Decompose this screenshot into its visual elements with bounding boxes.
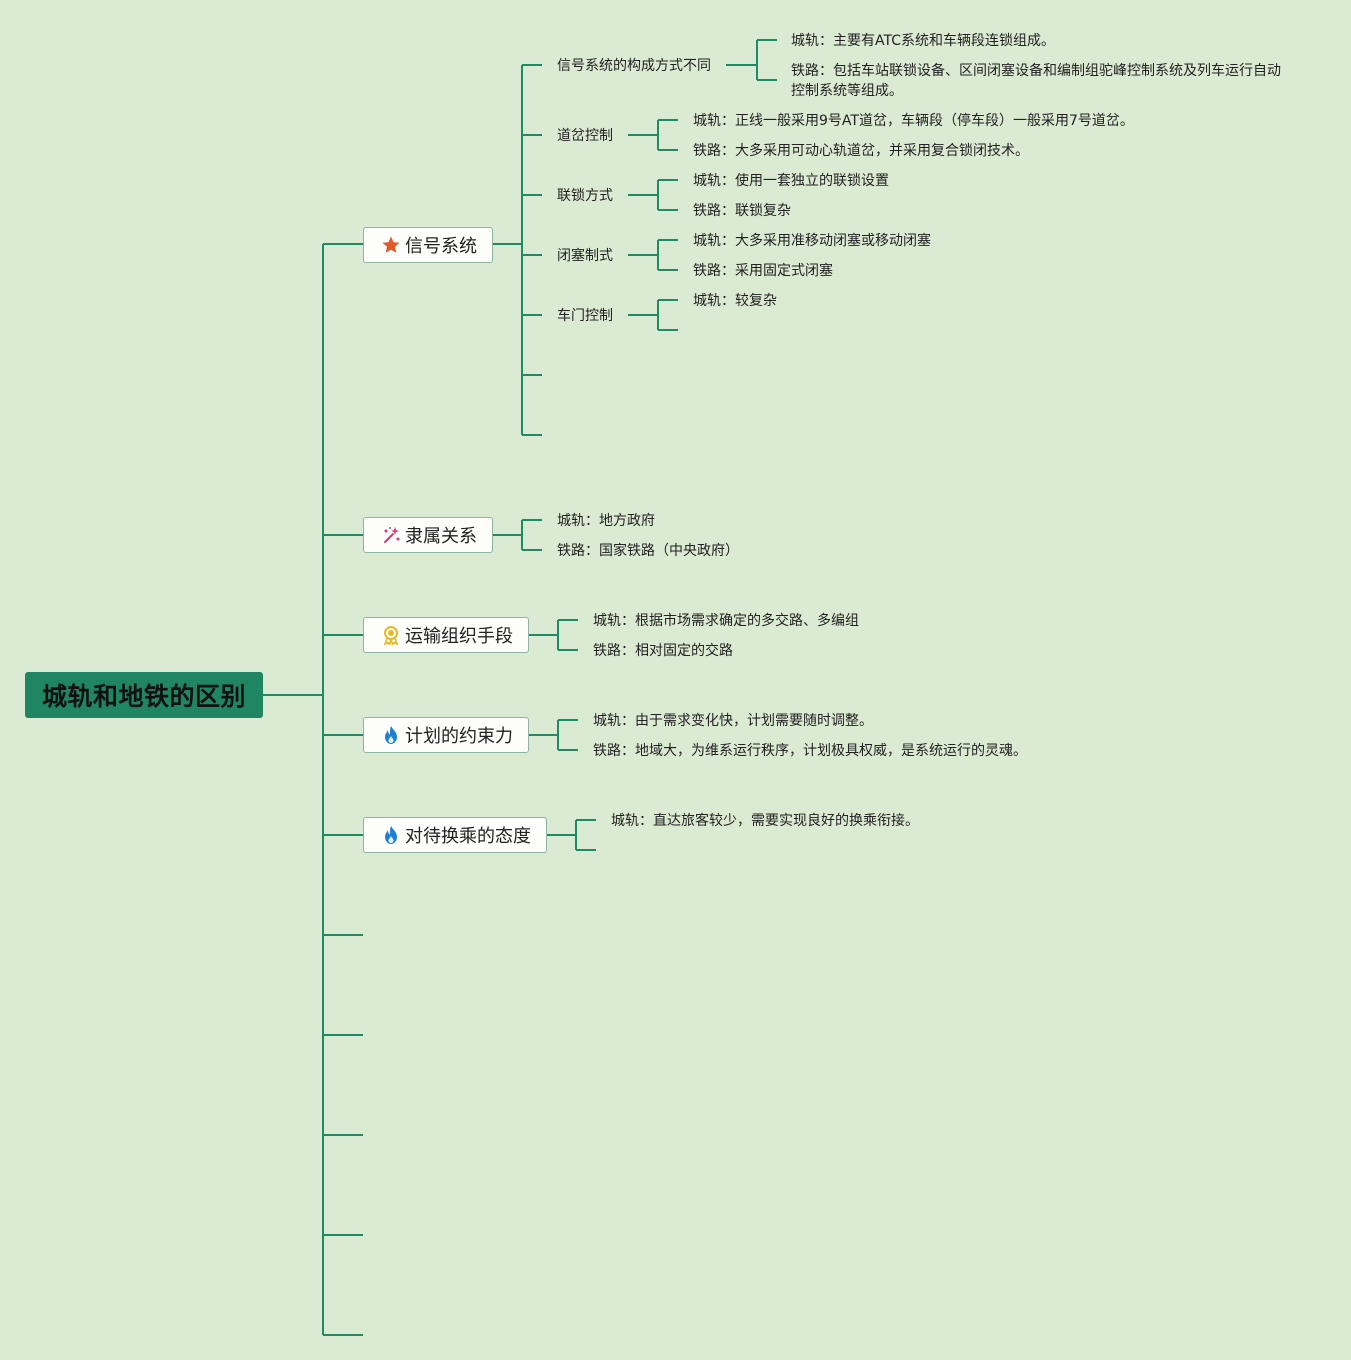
leaf-text[interactable]: 城轨：较复杂 xyxy=(693,293,777,309)
topic-label: 信号系统 xyxy=(405,236,477,257)
topic-affiliation[interactable]: 隶属关系 xyxy=(363,517,493,553)
subtopic-block-system[interactable]: 闭塞制式 xyxy=(557,248,613,264)
leaf-text[interactable]: 城轨：使用一套独立的联锁设置 xyxy=(693,173,889,189)
leaf-text-continuation: 控制系统等组成。 xyxy=(791,83,903,99)
leaf-text[interactable]: 城轨：直达旅客较少，需要实现良好的换乘衔接。 xyxy=(611,813,919,829)
topic-signal-system[interactable]: 信号系统 xyxy=(363,227,493,263)
topic-label: 隶属关系 xyxy=(405,526,477,547)
topic-label: 对待换乘的态度 xyxy=(405,826,531,847)
subtopic-door-control[interactable]: 车门控制 xyxy=(557,308,613,324)
leaf-text[interactable]: 铁路：大多采用可动心轨道岔，并采用复合锁闭技术。 xyxy=(693,143,1029,159)
leaf-text[interactable]: 城轨：大多采用准移动闭塞或移动闭塞 xyxy=(693,233,931,249)
subtopic-signal-composition[interactable]: 信号系统的构成方式不同 xyxy=(557,58,711,74)
root-title: 城轨和地铁的区别 xyxy=(41,682,246,711)
sparkle-icon xyxy=(381,525,401,545)
leaf-text[interactable]: 城轨：正线一般采用9号AT道岔，车辆段（停车段）一般采用7号道岔。 xyxy=(693,113,1134,129)
leaf-text[interactable]: 城轨：根据市场需求确定的多交路、多编组 xyxy=(593,613,859,629)
leaf-text[interactable]: 城轨：由于需求变化快，计划需要随时调整。 xyxy=(593,713,873,729)
root-topic[interactable]: 城轨和地铁的区别 xyxy=(25,672,263,718)
flame-icon xyxy=(381,825,401,845)
leaf-text[interactable]: 铁路：地域大，为维系运行秩序，计划极具权威，是系统运行的灵魂。 xyxy=(593,743,1027,759)
topic-label: 运输组织手段 xyxy=(405,626,513,647)
topic-plan-constraint[interactable]: 计划的约束力 xyxy=(363,717,529,753)
leaf-text[interactable]: 城轨：主要有ATC系统和车辆段连锁组成。 xyxy=(791,33,1055,49)
leaf-text[interactable]: 铁路：采用固定式闭塞 xyxy=(693,263,833,279)
star-icon xyxy=(381,235,401,255)
leaf-text[interactable]: 铁路：包括车站联锁设备、区间闭塞设备和编制组驼峰控制系统及列车运行自动 xyxy=(791,63,1281,79)
topic-label: 计划的约束力 xyxy=(405,726,513,747)
topic-transport-organization[interactable]: 运输组织手段 xyxy=(363,617,529,653)
topic-transfer-attitude[interactable]: 对待换乘的态度 xyxy=(363,817,547,853)
subtopic-interlocking[interactable]: 联锁方式 xyxy=(557,188,613,204)
leaf-text[interactable]: 铁路：相对固定的交路 xyxy=(593,643,733,659)
award-icon xyxy=(381,625,401,645)
leaf-text[interactable]: 铁路：国家铁路（中央政府） xyxy=(557,543,739,559)
flame-icon xyxy=(381,725,401,745)
leaf-text[interactable]: 城轨：地方政府 xyxy=(557,513,655,529)
subtopic-switch-control[interactable]: 道岔控制 xyxy=(557,128,613,144)
leaf-text[interactable]: 铁路：联锁复杂 xyxy=(693,203,791,219)
